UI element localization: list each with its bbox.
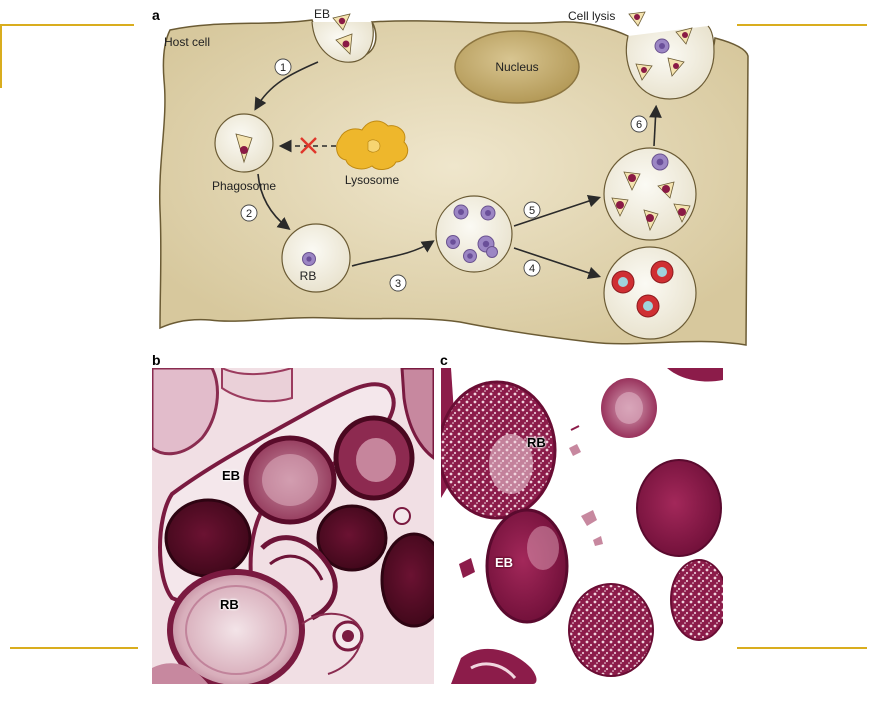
step-6-badge: 6	[630, 115, 648, 133]
label-cell-lysis: Cell lysis	[568, 9, 615, 23]
micrograph-c-image	[441, 368, 723, 684]
arrow-step-3	[351, 240, 435, 267]
label-nucleus: Nucleus	[495, 60, 538, 74]
eb-particle	[335, 33, 353, 55]
aberrant-bodies	[611, 260, 674, 318]
svg-text:3: 3	[395, 278, 401, 290]
deco-line-top-left	[0, 24, 134, 26]
mixed-bodies	[611, 153, 691, 232]
developmental-cycle-diagram: 1 2 3 4 5 6 Host cell EB Cell lysis Nucl…	[158, 7, 749, 346]
step-1-badge: 1	[274, 58, 292, 76]
step-5-badge: 5	[523, 201, 541, 219]
arrow-step-2	[257, 173, 291, 230]
dividing-rbs	[446, 204, 498, 263]
arrow-step-6	[649, 104, 662, 147]
panel-letter-c: c	[440, 352, 448, 368]
released-eb	[635, 63, 653, 81]
svg-text:5: 5	[529, 205, 535, 217]
deco-line-bottom-left	[10, 647, 138, 649]
arrow-step-5	[513, 194, 602, 227]
label-lysosome: Lysosome	[345, 173, 400, 187]
panel-letter-b: b	[152, 352, 161, 368]
micrograph-b-image	[152, 368, 434, 684]
arrow-step-4	[513, 247, 602, 280]
deco-line-bottom-right	[737, 647, 867, 649]
eb-in-phagosome	[235, 133, 253, 164]
micrograph-c-rb-label: RB	[527, 435, 546, 450]
released-eb	[628, 11, 646, 27]
deco-line-left-vertical	[0, 24, 2, 88]
micrograph-b-rb-label: RB	[220, 597, 239, 612]
svg-text:4: 4	[529, 263, 535, 275]
micrograph-b: EB RB	[152, 368, 434, 684]
micrograph-c-eb-label: EB	[495, 555, 514, 570]
label-rb: RB	[300, 269, 317, 283]
panel-letter-a: a	[152, 7, 160, 23]
step-4-badge: 4	[523, 259, 541, 277]
persistent-inclusion	[603, 246, 697, 340]
eb-particle	[332, 13, 351, 31]
label-phagosome: Phagosome	[212, 179, 276, 193]
step-2-badge: 2	[240, 204, 258, 222]
micrograph-c: RB EB	[441, 368, 723, 684]
svg-text:2: 2	[246, 208, 252, 220]
deco-line-top-right	[737, 24, 867, 26]
arrow-step-1	[254, 61, 319, 111]
nucleus-shape	[454, 30, 580, 104]
maturing-inclusion	[603, 147, 697, 241]
released-eb	[667, 57, 685, 77]
label-host-cell: Host cell	[164, 35, 210, 49]
step-3-badge: 3	[389, 274, 407, 292]
svg-text:1: 1	[280, 62, 286, 74]
released-eb	[675, 27, 693, 45]
rb-vacuole	[281, 223, 351, 293]
fusion-blocked-cross-icon	[300, 137, 317, 154]
svg-text:6: 6	[636, 119, 642, 131]
micrograph-b-eb-label: EB	[222, 468, 241, 483]
label-eb: EB	[314, 7, 330, 21]
